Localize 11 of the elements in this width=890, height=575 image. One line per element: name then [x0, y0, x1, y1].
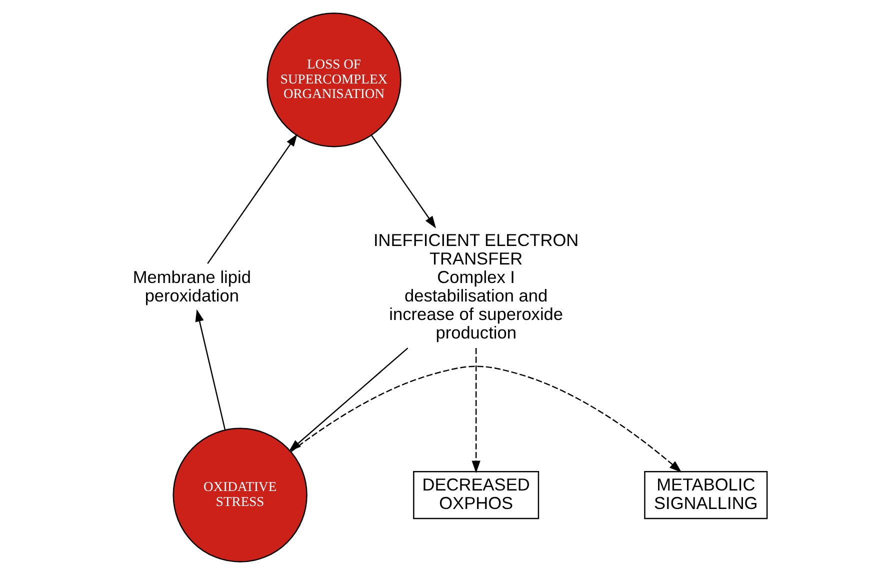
node-box: DECREASED OXPHOS: [412, 470, 539, 520]
arrow: [471, 348, 480, 474]
arrow: [288, 348, 408, 452]
node-box: METABOLIC SIGNALLING: [644, 470, 768, 520]
node-text: INEFFICIENT ELECTRON TRANSFER Complex I destabilisation and increase of superoxide production: [373, 230, 578, 342]
node-text: Membrane lipid peroxidation: [132, 266, 250, 306]
arrow: [290, 366, 682, 472]
arrow: [206, 134, 297, 264]
arrow: [370, 135, 436, 228]
node-circle: OXIDATIVE STRESS: [172, 428, 307, 562]
arrow: [194, 309, 226, 430]
